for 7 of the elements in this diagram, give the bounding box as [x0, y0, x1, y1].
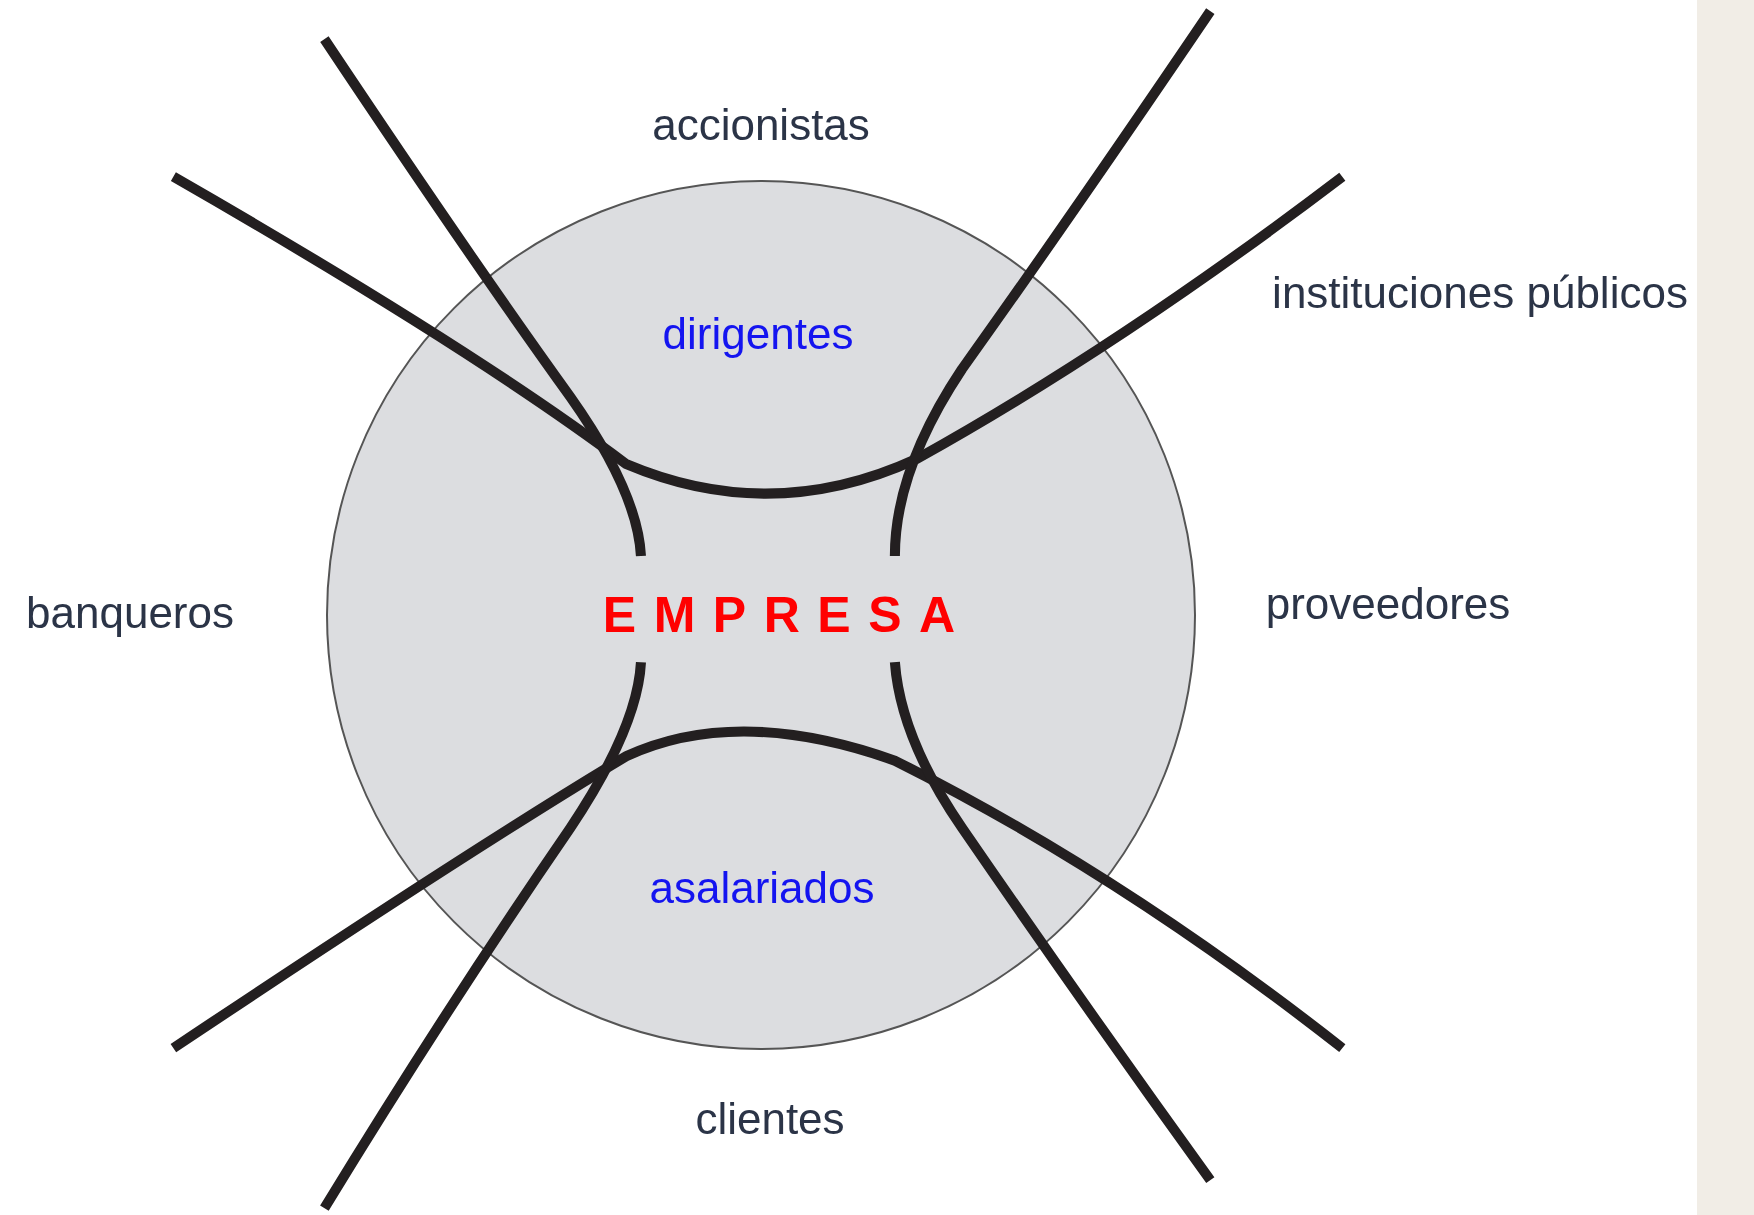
stakeholder-label: banqueros — [26, 588, 234, 638]
circle-title: EMPRESA — [601, 586, 973, 644]
group-label: dirigentes — [662, 309, 854, 359]
stakeholder-label: clientes — [695, 1094, 845, 1144]
stakeholder-label: proveedores — [1265, 579, 1511, 629]
stakeholder-label: accionistas — [652, 100, 870, 150]
group-label: asalariados — [649, 863, 875, 913]
